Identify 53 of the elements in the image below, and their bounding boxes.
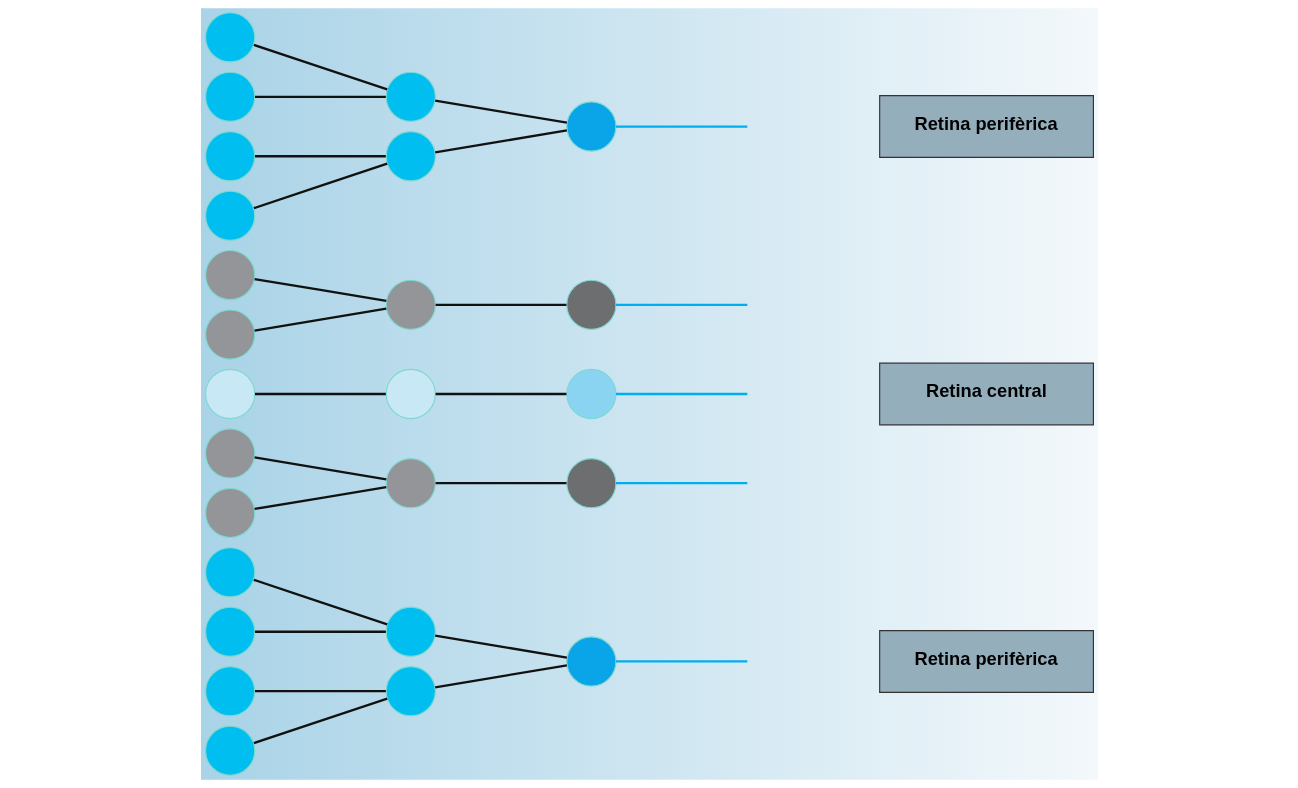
node-circle: [385, 666, 436, 717]
connector: [253, 277, 386, 303]
connector: [254, 392, 386, 396]
connector: [253, 697, 388, 745]
connector: [253, 485, 386, 511]
connector: [253, 456, 386, 481]
node-circle: [385, 131, 436, 182]
node-box: Retina central: [878, 362, 1094, 426]
node-circle: [204, 190, 255, 241]
connector: [253, 307, 386, 332]
node-circle: [385, 458, 436, 509]
node-circle: [204, 606, 255, 657]
connector: [435, 303, 566, 306]
node-circle: [204, 666, 255, 717]
node-circle: [385, 606, 436, 657]
node-circle: [385, 71, 436, 122]
connector: [615, 125, 747, 128]
connector: [434, 129, 567, 154]
connector: [615, 392, 747, 396]
node-box: Retina perifèrica: [878, 95, 1094, 158]
connector: [434, 664, 567, 689]
connector: [254, 690, 386, 693]
connector: [615, 303, 747, 306]
node-circle: [204, 547, 255, 598]
connector: [253, 43, 388, 91]
connector: [254, 155, 386, 158]
node-circle: [204, 428, 255, 479]
node-circle: [565, 458, 616, 509]
node-circle: [565, 636, 616, 687]
connector: [254, 95, 386, 98]
node-circle: [204, 249, 255, 301]
node-circle: [565, 101, 616, 152]
node-circle: [204, 12, 255, 63]
node-circle: [204, 368, 255, 420]
node-circle: [204, 725, 255, 776]
node-circle: [565, 368, 616, 420]
node-circle: [204, 487, 255, 539]
node-circle: [204, 131, 255, 182]
node-circle: [385, 279, 436, 330]
node-circle: [565, 279, 616, 330]
connector: [254, 630, 386, 633]
connector: [615, 482, 747, 485]
connector: [615, 660, 747, 663]
connector: [253, 162, 388, 210]
connector: [253, 578, 388, 626]
connector: [434, 634, 567, 659]
node-circle: [385, 368, 436, 420]
connector: [435, 482, 566, 485]
node-circle: [204, 71, 255, 122]
connector: [434, 99, 567, 124]
node-box: Retina perifèrica: [878, 630, 1094, 693]
node-circle: [204, 309, 255, 360]
connector: [435, 392, 566, 396]
